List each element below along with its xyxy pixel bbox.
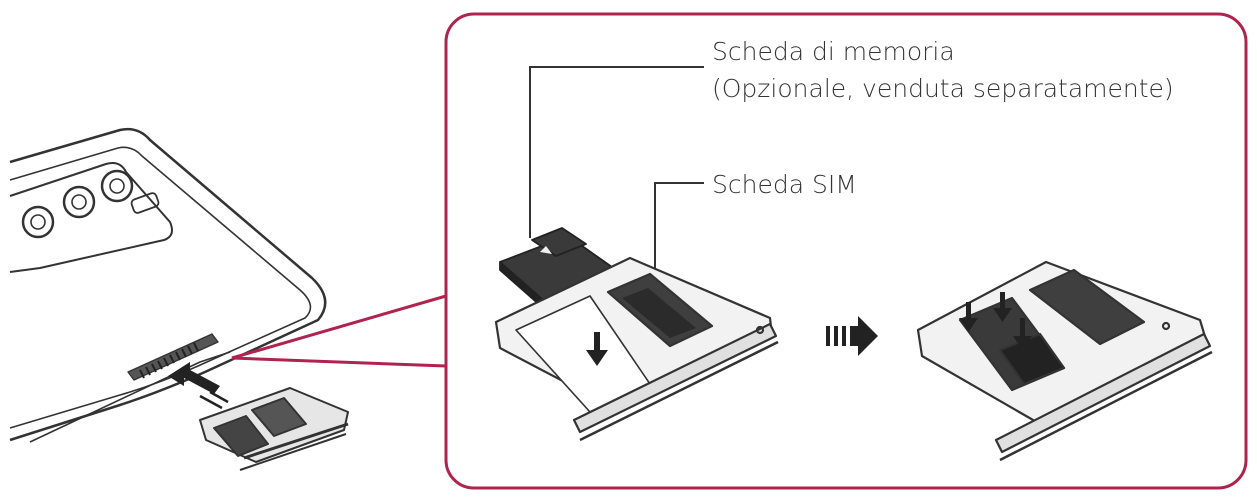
insert-arrow-icon bbox=[168, 362, 229, 410]
press-down-arrow-icon bbox=[586, 332, 608, 366]
memory-card-note-label: (Opzionale, venduta separatamente) bbox=[712, 74, 1174, 103]
main-tray bbox=[494, 256, 779, 442]
press-down-arrow-icon bbox=[959, 292, 1032, 350]
small-tray bbox=[199, 387, 349, 471]
memory-card-label: Scheda di memoria bbox=[712, 37, 955, 66]
sim-card-label: Scheda SIM bbox=[712, 170, 857, 199]
phone-slot-grille bbox=[139, 342, 199, 379]
next-step-arrow-icon bbox=[826, 316, 878, 356]
callout-connector bbox=[231, 294, 447, 368]
callout-box bbox=[444, 12, 1248, 490]
assembled-tray bbox=[916, 260, 1213, 462]
